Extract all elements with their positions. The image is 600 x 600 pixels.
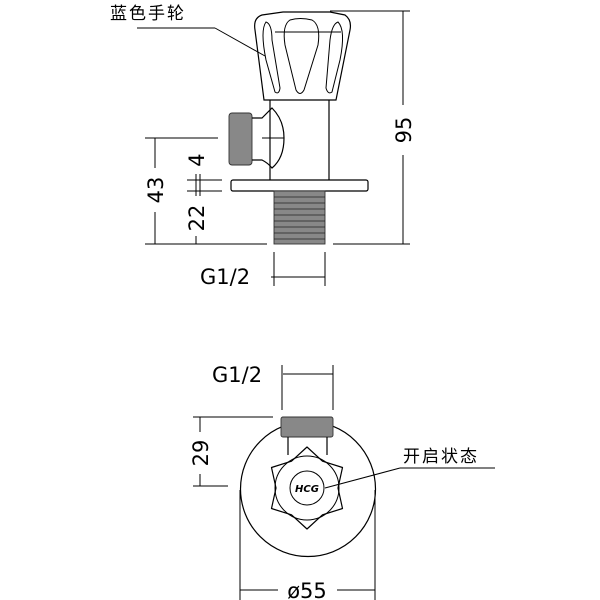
- neck: [287, 437, 328, 455]
- valve-body: [269, 100, 330, 180]
- top-thread: [280, 416, 334, 438]
- hcg-logo: HCG: [295, 484, 319, 495]
- dim-22: 22: [185, 205, 209, 244]
- svg-text:95: 95: [392, 117, 416, 144]
- svg-text:22: 22: [185, 205, 209, 232]
- flange: [230, 179, 369, 192]
- bottom-thread: [273, 190, 326, 245]
- svg-text:ø55: ø55: [287, 579, 327, 600]
- dim-95: 95: [330, 10, 416, 245]
- side-view: 蓝色手轮 95 43 4 22: [110, 4, 416, 289]
- handwheel-label: 蓝色手轮: [110, 4, 186, 24]
- svg-text:G1/2: G1/2: [212, 363, 262, 387]
- svg-text:43: 43: [144, 177, 168, 204]
- dim-55: ø55: [239, 490, 376, 600]
- blue-handwheel: [254, 11, 352, 101]
- svg-text:G1/2: G1/2: [200, 265, 250, 289]
- svg-text:4: 4: [185, 153, 209, 166]
- dim-43: 43: [144, 137, 267, 245]
- thread-hatch: [274, 196, 325, 240]
- star-knob: [270, 446, 344, 530]
- logo-circle: [289, 470, 325, 506]
- side-outlet: [228, 107, 285, 169]
- knob-inner-circle: [274, 455, 340, 521]
- dim-g12-bottom: G1/2: [212, 363, 334, 410]
- svg-text:29: 29: [189, 440, 213, 467]
- dim-29: 29: [189, 416, 273, 487]
- dim-4: 4: [185, 153, 222, 196]
- open-state-label: 开启状态: [403, 447, 479, 467]
- bottom-view: HCG G1/2 29 ø55 开启状态: [189, 363, 495, 600]
- dim-g12-side: G1/2: [200, 252, 326, 289]
